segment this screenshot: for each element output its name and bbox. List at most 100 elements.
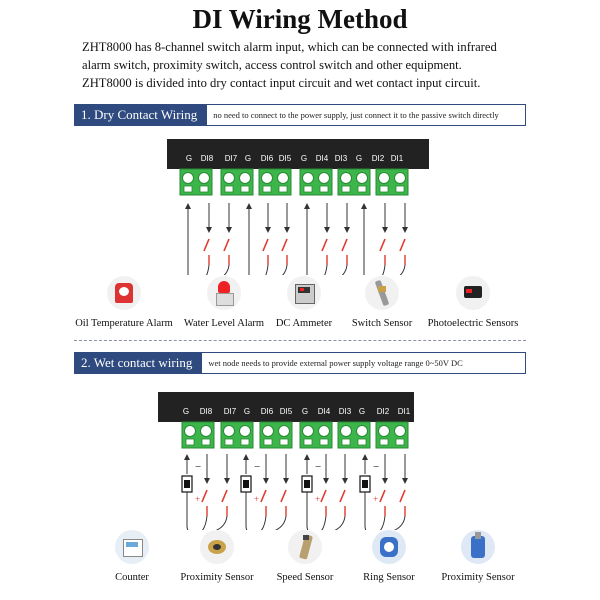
return-wire [321, 515, 327, 530]
terminal-slot [303, 438, 313, 446]
sensor-item: DC Ammeter [244, 276, 364, 329]
return-wire [393, 515, 406, 530]
return-wire [265, 264, 269, 275]
polarity-minus: − [254, 461, 260, 473]
sensor-label: Switch Sensor [351, 318, 413, 329]
switch-contact [321, 238, 328, 252]
polarity-plus: + [254, 494, 259, 504]
dry-contact-heading: 1. Dry Contact Wiring no need to connect… [74, 104, 526, 126]
return-wire [382, 264, 386, 275]
terminal-label: G [356, 154, 362, 163]
terminal-label: G [301, 154, 307, 163]
terminal-label: DI2 [377, 407, 390, 416]
icon-part [213, 544, 221, 550]
battery-cell [243, 480, 249, 488]
intro-line: ZHT8000 has 8-channel switch alarm input… [82, 40, 497, 54]
switch-contact [280, 489, 287, 503]
battery-cell [184, 480, 190, 488]
arrow-up [185, 203, 191, 209]
arrow-down [265, 227, 271, 233]
icon-part [126, 542, 138, 547]
arrow-down [204, 478, 210, 484]
sensor-item: Ring Sensor [329, 530, 449, 583]
section-divider [74, 340, 526, 341]
terminal-screw [302, 172, 314, 184]
arrow-up [243, 454, 249, 460]
switch-contact [201, 489, 208, 503]
arrow-down [323, 478, 329, 484]
terminal-block-housing [158, 392, 414, 422]
terminal-slot [319, 438, 329, 446]
switch-contact [203, 238, 210, 252]
terminal-screw [340, 172, 352, 184]
terminal-slot [279, 438, 289, 446]
dry-contact-note: no need to connect to the power supply, … [213, 110, 499, 120]
return-wire [215, 515, 228, 530]
terminal-screw [184, 425, 196, 437]
return-wire [379, 515, 386, 530]
icon-part [475, 532, 481, 539]
terminal-label: DI7 [224, 407, 237, 416]
terminal-screw [378, 172, 390, 184]
switch-contact [260, 489, 267, 503]
arrow-down [342, 478, 348, 484]
arrow-down [283, 478, 289, 484]
arrow-down [226, 227, 232, 233]
ground-wire [187, 251, 189, 275]
terminal-slot [395, 438, 405, 446]
terminal-screw [239, 172, 251, 184]
terminal-screw [340, 425, 352, 437]
terminal-slot [357, 185, 367, 193]
switch-contact [281, 238, 288, 252]
terminal-label: DI1 [398, 407, 411, 416]
terminal-screw [223, 425, 235, 437]
sensor-item: Counter [72, 530, 192, 583]
terminal-label: G [302, 407, 308, 416]
switch-contact [223, 238, 230, 252]
terminal-slot [379, 185, 389, 193]
polarity-minus: − [373, 461, 379, 473]
sensor-label: Speed Sensor [276, 572, 334, 583]
ground-wire [363, 251, 365, 275]
sensor-item: Proximity Sensor [157, 530, 277, 583]
arrow-up [361, 203, 367, 209]
terminal-label: G [183, 407, 189, 416]
terminal-slot [379, 438, 389, 446]
sensor-item: Water Level Alarm [164, 276, 284, 329]
arrow-up [184, 454, 190, 460]
sensor-label: Oil Temperature Alarm [75, 318, 173, 329]
terminal-label: DI7 [225, 154, 238, 163]
terminal-screw [182, 172, 194, 184]
terminal-label: DI4 [316, 154, 329, 163]
switch-contact [339, 489, 346, 503]
terminal-label: DI8 [200, 407, 213, 416]
terminal-slot [262, 185, 272, 193]
icon-part [218, 281, 230, 293]
arrow-down [402, 227, 408, 233]
arrow-up [304, 454, 310, 460]
battery-cell [304, 480, 310, 488]
sensor-label: Water Level Alarm [183, 318, 265, 329]
page-title: DI Wiring Method [192, 4, 408, 34]
terminal-block-housing [167, 139, 429, 169]
arrow-down [402, 478, 408, 484]
return-wire [399, 264, 406, 275]
terminal-screw [394, 172, 406, 184]
intro-line: alarm switch, proximity switch, access c… [82, 58, 462, 72]
sensor-label: Ring Sensor [363, 572, 415, 583]
terminal-label: DI1 [391, 154, 404, 163]
ground-wire [364, 492, 367, 530]
terminal-slot [278, 185, 288, 193]
switch-contact [320, 489, 327, 503]
terminal-slot [183, 185, 193, 193]
arrow-down [263, 478, 269, 484]
switch-contact [399, 489, 406, 503]
terminal-screw [356, 425, 368, 437]
proximity-sensor-blue-icon [461, 530, 495, 564]
icon-part [384, 542, 394, 552]
terminal-screw [198, 172, 210, 184]
photoelectric-sensor-icon [456, 276, 490, 310]
icon-part [119, 287, 129, 296]
